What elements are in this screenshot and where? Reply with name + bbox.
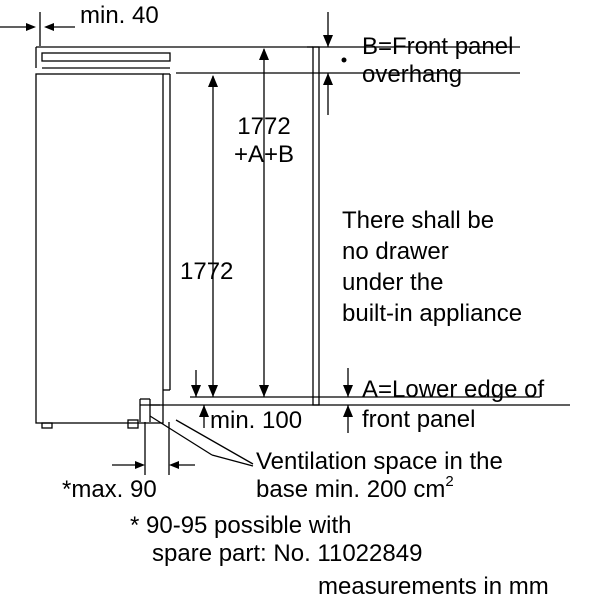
- max90-arrowhead-left: [135, 461, 145, 469]
- dim-1772-arrow-bottom: [208, 385, 218, 397]
- vent-label-line1: Ventilation space in the: [256, 448, 503, 475]
- a-lower-edge-label-line2: front panel: [362, 406, 476, 433]
- min100-label: min. 100: [210, 407, 303, 434]
- foot-right: [127, 419, 139, 429]
- dim-1772-label: 1772: [180, 258, 234, 285]
- dim-1772ab-label-line2: +A+B: [233, 141, 295, 168]
- drawer-note-line3: under the: [342, 269, 444, 296]
- vent-leader-2: [211, 454, 254, 467]
- dim-1772ab-label-line1: 1772: [237, 113, 291, 140]
- vent-leader-1: [149, 415, 213, 456]
- vent-leader-3: [175, 419, 254, 465]
- a-lower-edge-label-line1: A=Lower edge of: [362, 376, 545, 403]
- drawer-note-line2: no drawer: [342, 238, 449, 265]
- b-arrowhead-top: [323, 35, 333, 47]
- units-note: measurements in mm: [318, 573, 549, 600]
- b-front-panel-label-line2: overhang: [362, 61, 463, 88]
- b-arrowhead-bottom: [323, 73, 333, 85]
- front-panel: [312, 46, 320, 406]
- foot-left: [41, 422, 53, 429]
- footnote-line1: * 90-95 possible with: [130, 512, 352, 539]
- a-arrowhead-top: [343, 385, 353, 397]
- dim-1772-arrow-top: [208, 75, 218, 87]
- footnote-line2: spare part: No. 11022849: [152, 540, 423, 567]
- drawer-note-line4: built-in appliance: [342, 300, 523, 327]
- b-front-panel-label-line1: B=Front panel: [362, 33, 514, 60]
- b-dot: [341, 57, 347, 63]
- drawer-note-line1: There shall be: [342, 207, 495, 234]
- min40-label: min. 40: [80, 2, 159, 29]
- min40-arrowhead-right: [44, 23, 54, 31]
- appliance-body: [35, 73, 164, 424]
- vent-label-line2: base min. 200 cm2: [256, 473, 454, 503]
- min100-arrowhead-top: [191, 385, 201, 397]
- vent-label-superscript: 2: [445, 473, 454, 490]
- dim-1772ab-arrow-bottom: [259, 385, 269, 397]
- max90-label: *max. 90: [62, 476, 157, 503]
- min40-arrowhead-left: [26, 23, 36, 31]
- max90-arrowhead-right: [169, 461, 179, 469]
- min100-arrowhead-bottom: [199, 405, 209, 417]
- a-arrowhead-bottom: [343, 405, 353, 417]
- dim-1772ab-arrow-top: [259, 48, 269, 60]
- top-rail: [41, 52, 171, 62]
